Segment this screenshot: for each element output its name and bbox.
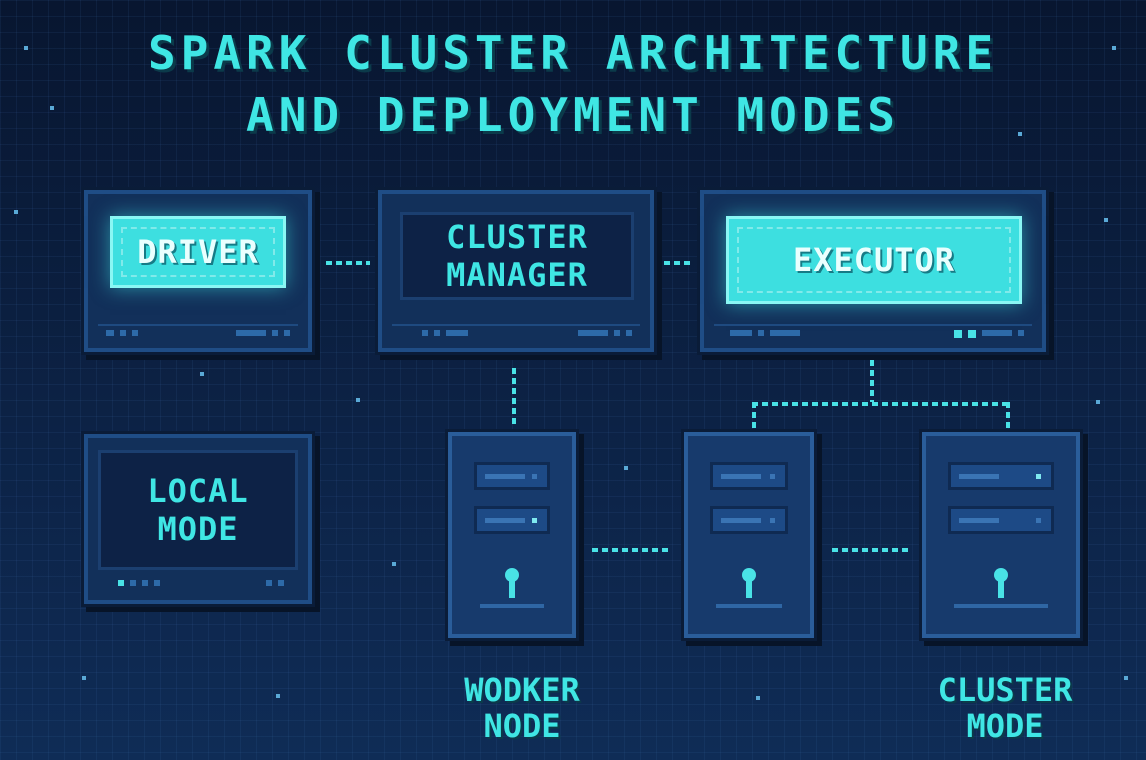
- executor-server: [684, 432, 814, 638]
- connector-manager-worker: [512, 368, 516, 428]
- driver-screen: DRIVER: [110, 216, 286, 288]
- status-lights: [730, 330, 800, 336]
- background-star: [82, 676, 86, 680]
- connector-driver-manager: [326, 261, 370, 265]
- diagram-title-line2: AND DEPLOYMENT MODES: [246, 88, 900, 142]
- background-star: [756, 696, 760, 700]
- status-lights: [106, 330, 138, 336]
- drive-bay: [710, 506, 788, 534]
- background-star: [1018, 132, 1022, 136]
- background-star: [14, 210, 18, 214]
- background-star: [200, 372, 204, 376]
- keyhole-icon: [505, 568, 519, 582]
- drive-bay: [474, 462, 550, 490]
- monitor-bezel: [392, 324, 640, 340]
- executor-monitor: EXECUTOR: [700, 190, 1046, 352]
- executor-screen: EXECUTOR: [726, 216, 1022, 304]
- connector-worker-executor-server: [592, 548, 670, 552]
- cluster-mode-caption: CLUSTER MODE: [937, 671, 1073, 745]
- tower-vent: [716, 604, 782, 608]
- status-lights: [578, 330, 632, 336]
- connector-executor-down: [870, 360, 874, 402]
- connector-branch-left: [752, 402, 756, 430]
- local-mode-label: LOCAL MODE: [147, 472, 249, 548]
- cluster-manager-screen: CLUSTER MANAGER: [400, 212, 634, 300]
- background-star: [276, 694, 280, 698]
- tower-vent: [954, 604, 1048, 608]
- driver-label: DRIVER: [137, 233, 259, 271]
- cluster-manager-label: CLUSTER MANAGER: [446, 218, 588, 294]
- background-star: [50, 106, 54, 110]
- drive-bay: [948, 506, 1054, 534]
- worker-node-server: [448, 432, 576, 638]
- background-star: [1104, 218, 1108, 222]
- status-lights: [266, 580, 284, 586]
- background-star: [356, 398, 360, 402]
- keyhole-icon: [994, 568, 1008, 582]
- diagram-title-line1: SPARK CLUSTER ARCHITECTURE: [147, 26, 999, 80]
- status-lights: [954, 330, 1024, 338]
- background-star: [24, 46, 28, 50]
- drive-bay: [474, 506, 550, 534]
- status-lights: [118, 580, 160, 586]
- connector-executor-cluster-server: [832, 548, 912, 552]
- local-mode-monitor: LOCAL MODE: [84, 434, 312, 604]
- status-lights: [422, 330, 468, 336]
- cluster-mode-server: [922, 432, 1080, 638]
- status-lights: [236, 330, 290, 336]
- drive-bay: [710, 462, 788, 490]
- connector-branch-right: [1006, 402, 1010, 430]
- connector-executor-branch: [752, 402, 1012, 406]
- local-mode-screen: LOCAL MODE: [98, 450, 298, 570]
- monitor-bezel: [98, 324, 298, 340]
- background-star: [1112, 46, 1116, 50]
- executor-label: EXECUTOR: [792, 241, 956, 279]
- cluster-manager-monitor: CLUSTER MANAGER: [378, 190, 654, 352]
- background-star: [1124, 676, 1128, 680]
- background-star: [392, 562, 396, 566]
- connector-manager-executor: [664, 261, 694, 265]
- driver-monitor: DRIVER: [84, 190, 312, 352]
- background-star: [1096, 400, 1100, 404]
- tower-vent: [480, 604, 544, 608]
- background-star: [624, 466, 628, 470]
- keyhole-icon: [742, 568, 756, 582]
- drive-bay: [948, 462, 1054, 490]
- worker-node-caption: WODKER NODE: [464, 671, 580, 745]
- monitor-bezel: [714, 324, 1032, 340]
